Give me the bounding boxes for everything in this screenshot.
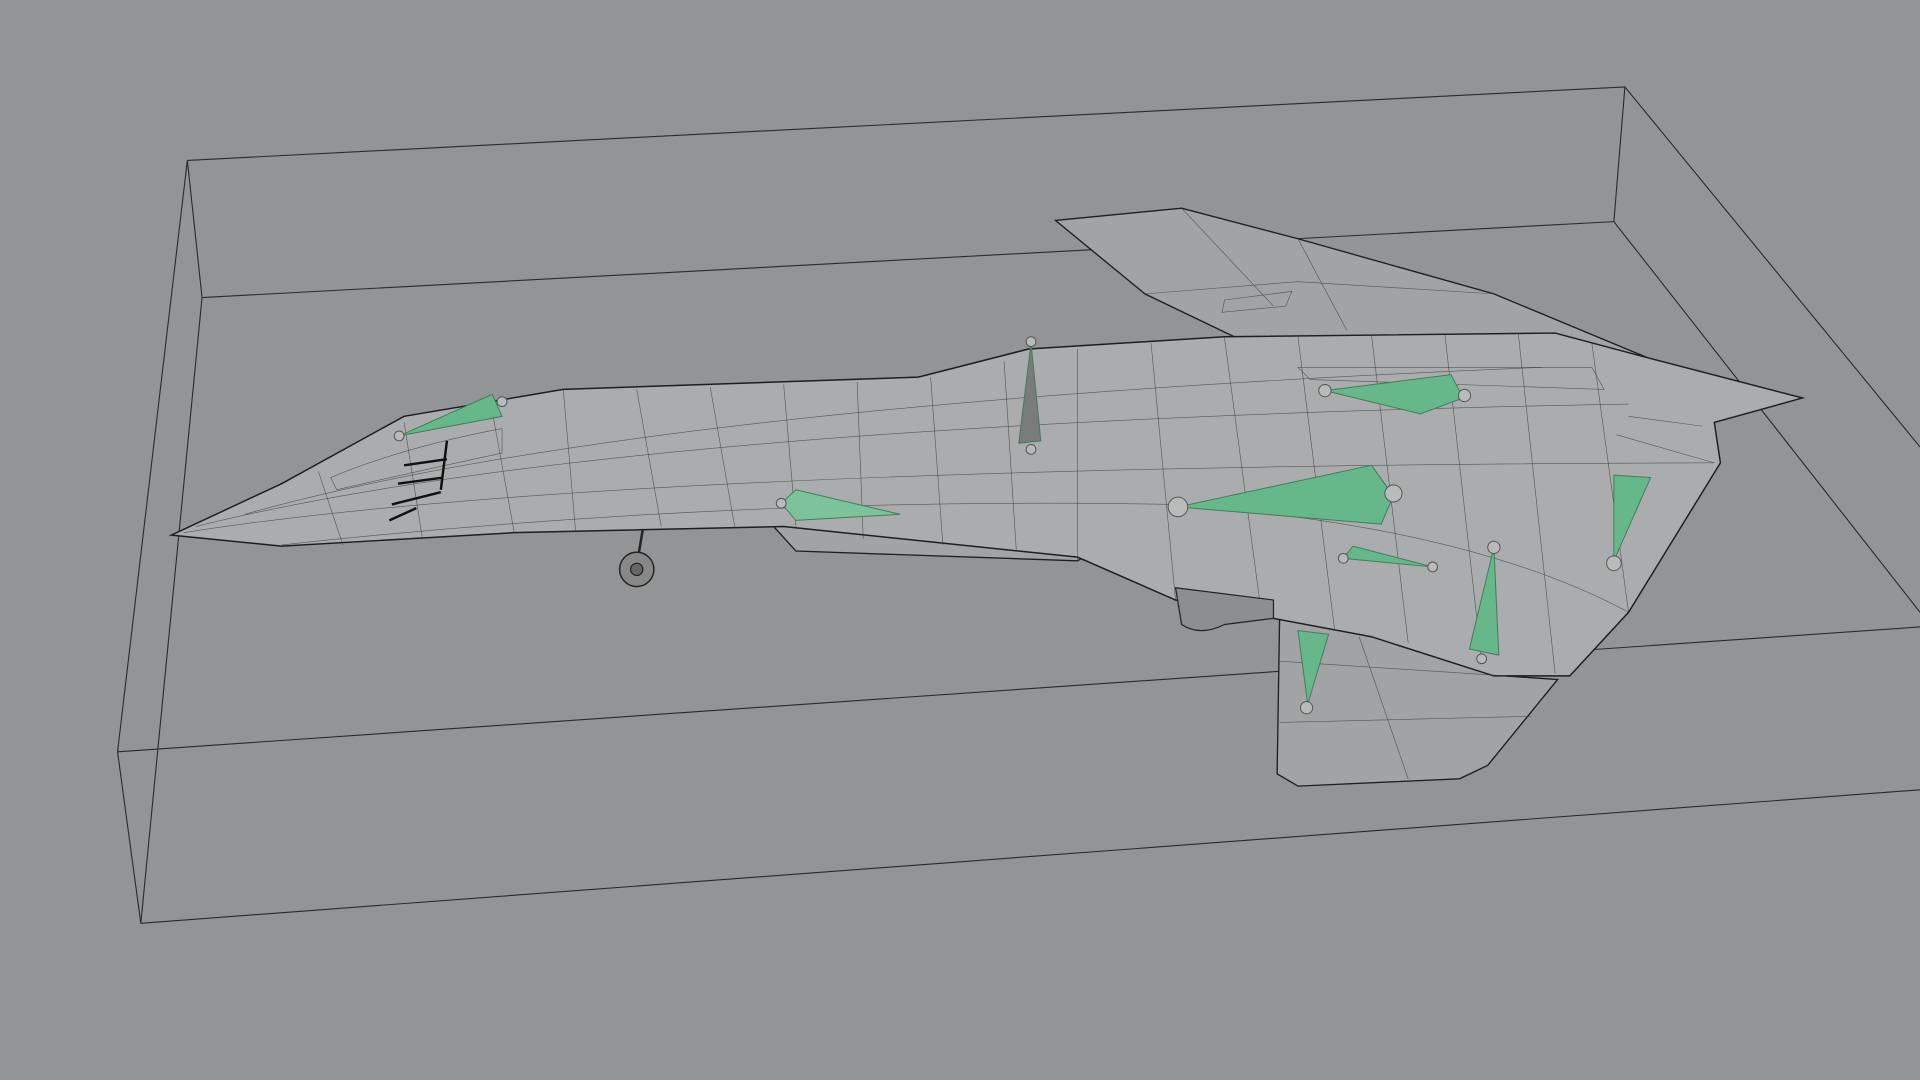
jet-fuselage	[168, 332, 1806, 677]
bounding-box	[117, 86, 1920, 924]
jet-wing	[1053, 207, 1648, 369]
pilot-rig	[388, 440, 449, 522]
jet-model[interactable]	[168, 207, 1806, 787]
landing-gear	[618, 528, 1275, 632]
skeleton-bones[interactable]	[393, 336, 1652, 715]
